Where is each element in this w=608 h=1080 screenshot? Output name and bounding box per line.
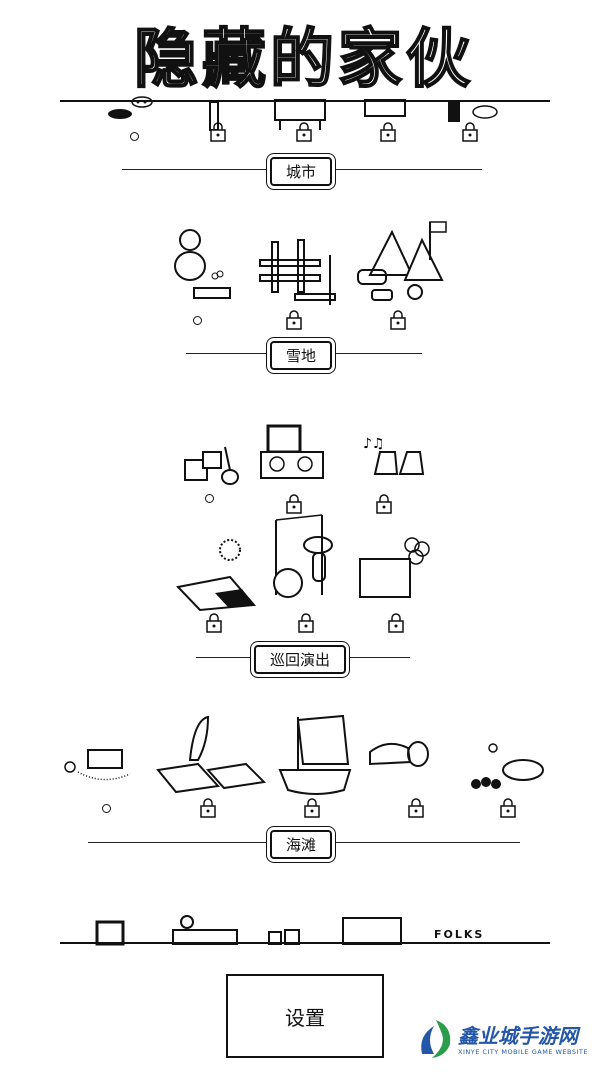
level-dot: [130, 132, 139, 141]
lock-icon[interactable]: [304, 798, 320, 818]
settings-button[interactable]: 设置: [226, 974, 384, 1058]
city-level-row: [108, 96, 498, 131]
level-dot: [193, 316, 202, 325]
watermark-subtitle: XINYE CITY MOBILE GAME WEBSITE: [458, 1048, 588, 1056]
lock-icon[interactable]: [462, 122, 478, 142]
lock-icon[interactable]: [286, 494, 302, 514]
tour-level-row-2: [176, 514, 430, 612]
ground-line-bottom: [60, 942, 550, 944]
section-label-beach[interactable]: 海滩: [270, 830, 333, 859]
lock-icon[interactable]: [388, 613, 404, 633]
lock-icon[interactable]: [206, 613, 222, 633]
lock-icon[interactable]: [500, 798, 516, 818]
watermark: 鑫业城手游网 XINYE CITY MOBILE GAME WEBSITE: [412, 1010, 608, 1074]
lock-icon[interactable]: [376, 494, 392, 514]
beach-level-row: [64, 714, 544, 795]
tour-level-row-1: ♪♫: [184, 424, 425, 485]
watermark-logo-icon: [421, 1020, 451, 1058]
lock-icon[interactable]: [408, 798, 424, 818]
game-title: 隐藏的家伙: [133, 22, 474, 98]
lock-icon[interactable]: [210, 122, 226, 142]
snow-level-row: [174, 221, 447, 305]
lock-icon[interactable]: [298, 613, 314, 633]
section-label-tour[interactable]: 巡回演出: [254, 645, 347, 674]
lock-icon[interactable]: [286, 310, 302, 330]
lock-icon[interactable]: [390, 310, 406, 330]
section-label-city[interactable]: 城市: [270, 157, 333, 186]
lock-icon[interactable]: [380, 122, 396, 142]
watermark-brand: 鑫业城手游网: [458, 1024, 578, 1048]
lock-icon[interactable]: [296, 122, 312, 142]
level-dot: [102, 804, 111, 813]
level-dot: [205, 494, 214, 503]
section-label-snow[interactable]: 雪地: [270, 341, 333, 370]
next-level-row: [95, 915, 402, 946]
lock-icon[interactable]: [200, 798, 216, 818]
folks-partial-text: FOLKS: [434, 928, 485, 941]
svg-text:♪♫: ♪♫: [363, 436, 385, 452]
